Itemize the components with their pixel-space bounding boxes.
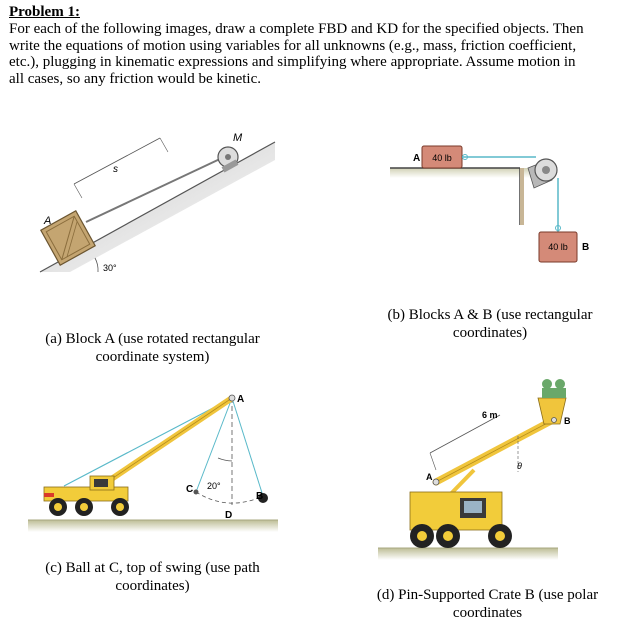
problem-heading: Problem 1: — [9, 4, 80, 20]
dimension-s — [73, 137, 161, 185]
figure-a: s M A 30° — [39, 132, 276, 273]
pin-a — [432, 478, 440, 486]
ball-c — [193, 489, 199, 495]
swing-cable-c — [195, 397, 233, 493]
swing-cable-b — [231, 397, 264, 497]
caption-d: (d) Pin-Supported Crate B (use polar coo… — [365, 586, 610, 622]
label-d-theta: θ — [517, 461, 522, 471]
problem-statement: For each of the following images, draw a… — [9, 21, 614, 87]
label-angle-a: 30° — [103, 263, 117, 273]
weight-b: 40 lb — [548, 242, 568, 252]
label-block-b: B — [582, 242, 589, 253]
swing-path — [195, 491, 264, 504]
problem-line-4: all cases, so any friction would be kine… — [9, 70, 262, 87]
lift-truck — [409, 491, 503, 531]
label-motor: M — [233, 132, 243, 144]
block-b — [538, 231, 578, 263]
caption-c-line-1: (c) Ball at C, top of swing (use path — [45, 560, 260, 576]
label-c-c: C — [186, 484, 193, 495]
label-d-b: B — [564, 416, 571, 426]
figure-d: 6 m θ B A — [378, 379, 571, 560]
figure-b: 40 lb A 40 lb B — [390, 145, 589, 263]
caption-b: (b) Blocks A & B (use rectangular coordi… — [370, 306, 610, 342]
cable-a — [85, 157, 223, 223]
ball-b — [258, 493, 268, 503]
label-c-a: A — [237, 394, 244, 405]
label-c-angle: 20° — [207, 481, 221, 491]
label-block-a-b: A — [413, 153, 420, 164]
ground-c — [28, 520, 278, 532]
worker-2 — [555, 379, 565, 389]
weight-a: 40 lb — [432, 153, 452, 163]
crate-a — [39, 209, 97, 267]
caption-d-line-1: (d) Pin-Supported Crate B (use polar — [376, 587, 599, 603]
worker-1 — [542, 379, 552, 389]
caption-a-line-1: (a) Block A (use rotated rectangular — [45, 331, 260, 347]
problem-line-2: write the equations of motion using vari… — [9, 37, 577, 54]
caption-a-line-2: coordinate system) — [95, 349, 210, 365]
crane-guy-cable — [63, 397, 233, 487]
caption-b-line-1: (b) Blocks A & B (use rectangular — [387, 307, 593, 323]
caption-a: (a) Block A (use rotated rectangular coo… — [30, 330, 275, 366]
label-c-d: D — [225, 510, 232, 521]
label-d-length: 6 m — [482, 410, 498, 420]
caption-d-line-2: coordinates — [452, 605, 523, 621]
problem-line-3: etc.), plugging in kinematic expressions… — [9, 54, 576, 70]
label-s: s — [113, 164, 118, 175]
dimension-6m — [429, 414, 501, 454]
label-d-a: A — [426, 472, 433, 482]
label-c-b: B — [256, 491, 263, 502]
caption-c: (c) Ball at C, top of swing (use path co… — [30, 559, 275, 595]
label-block-a: A — [43, 215, 51, 227]
ground-d — [378, 548, 558, 560]
caption-c-line-2: coordinates) — [115, 578, 190, 594]
figure-c: A B C D 20° — [28, 394, 278, 532]
problem-line-1: For each of the following images, draw a… — [9, 21, 584, 37]
caption-b-line-2: coordinates) — [452, 325, 528, 341]
